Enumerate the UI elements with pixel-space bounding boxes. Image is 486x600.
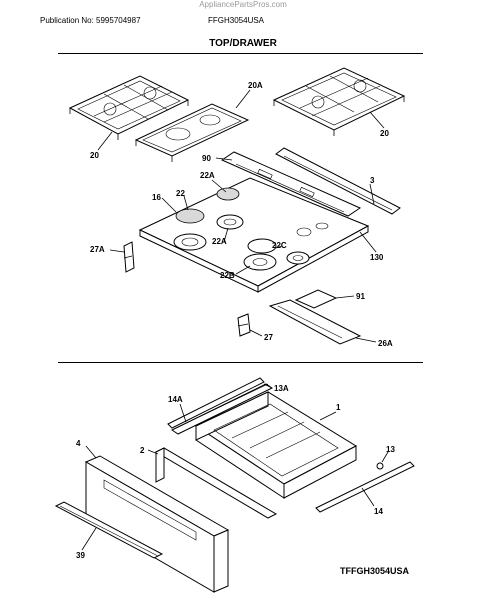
bracket-27 xyxy=(237,313,251,337)
callout-22c: 22C xyxy=(272,241,287,250)
callout-2: 2 xyxy=(140,446,145,455)
watermark: AppliancePartsPros.com xyxy=(199,0,287,9)
section-title: TOP/DRAWER xyxy=(209,38,277,49)
callout-13: 13 xyxy=(386,445,395,454)
model-number: FFGH3054USA xyxy=(208,16,265,25)
callout-22a-top: 22A xyxy=(200,171,215,180)
support-rod xyxy=(294,289,338,309)
grate-center xyxy=(134,103,250,162)
callout-3: 3 xyxy=(370,176,375,185)
callout-14a: 14A xyxy=(168,395,183,404)
callout-91: 91 xyxy=(356,292,365,301)
callout-27: 27 xyxy=(264,333,273,342)
callout-1: 1 xyxy=(336,403,341,412)
callout-22a-mid: 22A xyxy=(212,237,227,246)
grate-left xyxy=(68,75,190,140)
callout-20-right: 20 xyxy=(380,129,389,138)
callout-26a: 26A xyxy=(378,339,393,348)
callout-20-left: 20 xyxy=(90,151,99,160)
drawer-frame xyxy=(154,447,278,519)
drawer-front-panel xyxy=(84,455,230,593)
callout-22b: 22B xyxy=(220,271,235,280)
drawer-box xyxy=(194,391,358,499)
tray-26a xyxy=(268,299,362,345)
backguard-trim xyxy=(220,147,401,217)
diagram-code: TFFGH3054USA xyxy=(340,566,410,576)
callout-90: 90 xyxy=(202,154,211,163)
grate-right xyxy=(272,67,406,136)
cooktop xyxy=(138,177,370,293)
drawer-rail-upper xyxy=(167,377,274,435)
callout-4: 4 xyxy=(76,439,81,448)
hinge-bracket-27a xyxy=(123,241,135,273)
publication-number: Publication No: 5995704987 xyxy=(40,16,141,25)
callout-27a: 27A xyxy=(90,245,105,254)
section-divider xyxy=(58,362,423,363)
title-divider xyxy=(58,53,423,54)
callout-130: 130 xyxy=(370,253,384,262)
drawer-handle xyxy=(54,501,164,559)
leader-lines xyxy=(81,89,389,551)
drawer-rail-lower xyxy=(315,461,415,513)
callout-14: 14 xyxy=(374,507,383,516)
callout-13a: 13A xyxy=(274,384,289,393)
callout-22: 22 xyxy=(176,189,185,198)
callout-39: 39 xyxy=(76,551,85,560)
callout-16: 16 xyxy=(152,193,161,202)
callout-20a: 20A xyxy=(248,81,263,90)
